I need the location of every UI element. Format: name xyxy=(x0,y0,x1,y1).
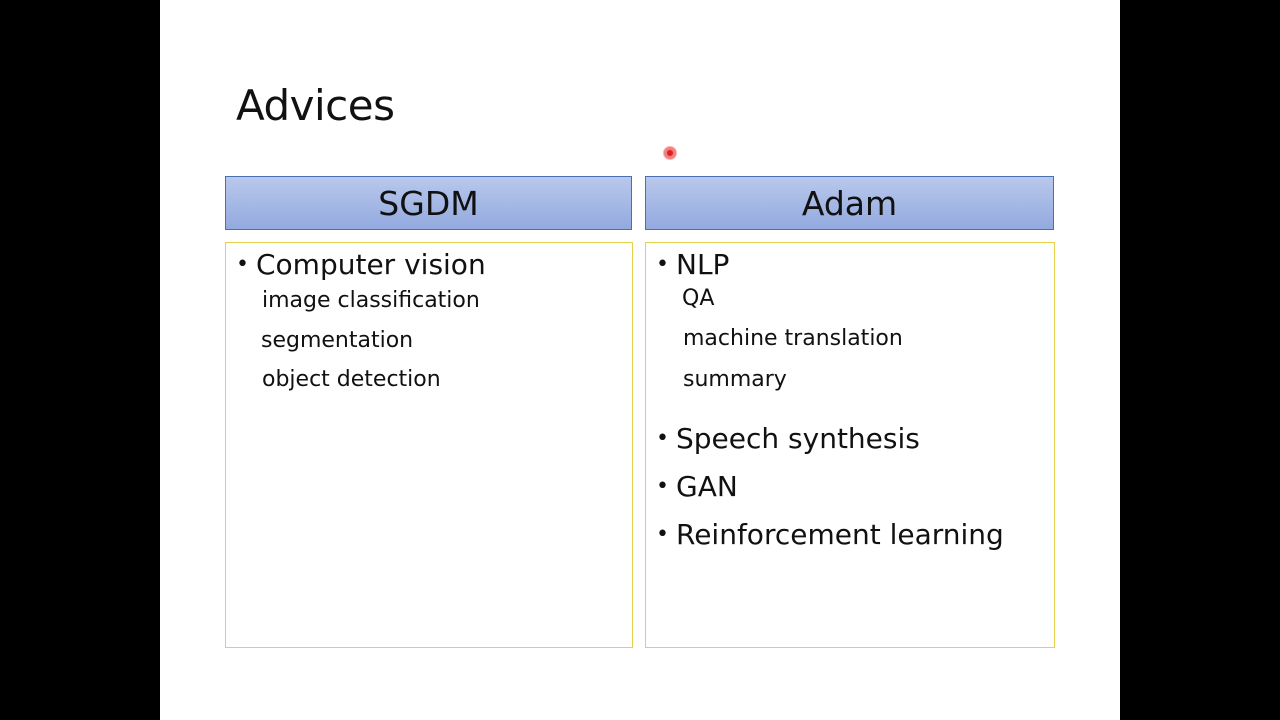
panel-sgdm: • Computer vision image classification se… xyxy=(225,242,633,648)
header-sgdm: SGDM xyxy=(225,176,632,230)
bullet-nlp: • NLP xyxy=(656,245,729,285)
subitem-object-detection: object detection xyxy=(262,367,441,392)
slide: Advices SGDM • Computer vision image clas… xyxy=(160,0,1120,720)
subitem-image-classification: image classification xyxy=(262,288,480,313)
bullet-label: Speech synthesis xyxy=(676,422,920,455)
bullet-label: NLP xyxy=(676,248,730,281)
subitem-segmentation: segmentation xyxy=(261,328,414,353)
subitem-qa: QA xyxy=(682,286,715,311)
laser-pointer-icon xyxy=(664,147,676,159)
slide-title: Advices xyxy=(236,81,395,130)
bullet-icon: • xyxy=(656,522,669,547)
bullet-label: GAN xyxy=(676,470,738,503)
subitem-summary: summary xyxy=(683,367,787,392)
bullet-icon: • xyxy=(656,474,669,499)
bullet-icon: • xyxy=(656,252,669,277)
bullet-label: Computer vision xyxy=(256,248,486,281)
panel-adam: • NLP QA machine translation summary • Spe… xyxy=(645,242,1055,648)
bullet-label: Reinforcement learning xyxy=(676,518,1004,551)
header-adam: Adam xyxy=(645,176,1054,230)
bullet-icon: • xyxy=(236,252,249,277)
bullet-gan: • GAN xyxy=(656,467,738,507)
bullet-speech-synthesis: • Speech synthesis xyxy=(656,419,920,459)
bullet-reinforcement-learning: • Reinforcement learning xyxy=(656,515,1004,555)
subitem-machine-translation: machine translation xyxy=(683,326,903,351)
bullet-computer-vision: • Computer vision xyxy=(236,245,486,285)
bullet-icon: • xyxy=(656,426,669,451)
